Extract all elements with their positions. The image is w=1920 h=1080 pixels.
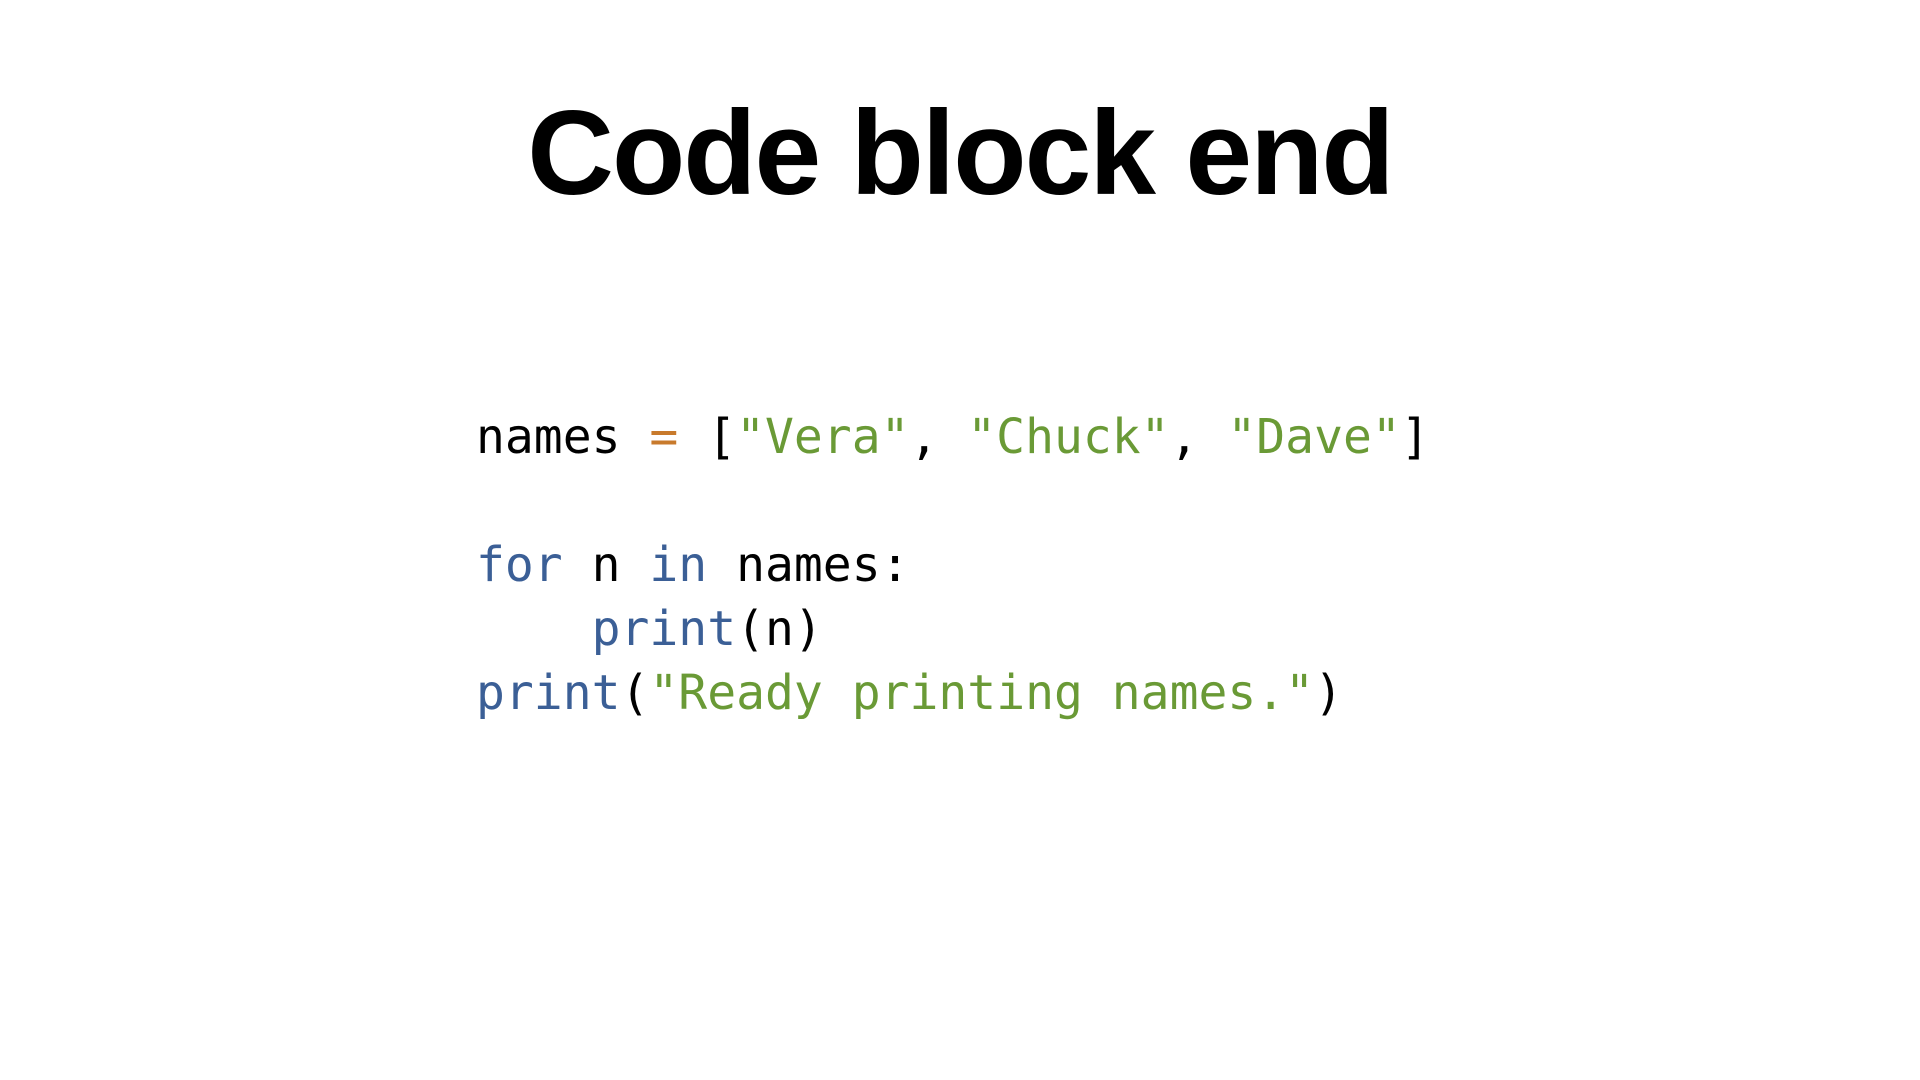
code-token-default: (n) xyxy=(736,601,823,657)
code-token-string: "Vera" xyxy=(736,409,910,465)
code-token-keyword: print xyxy=(476,665,621,721)
code-token-default: names xyxy=(476,409,650,465)
code-token-default: n xyxy=(562,537,650,593)
code-token-default: ( xyxy=(620,665,650,721)
code-token-keyword: for xyxy=(476,537,563,593)
code-token-default: names: xyxy=(707,537,910,593)
slide-title: Code block end xyxy=(527,86,1394,220)
code-token-default: , xyxy=(909,409,968,465)
code-block: names = ["Vera", "Chuck", "Dave"] for n i… xyxy=(476,405,1430,725)
code-token-default: [ xyxy=(678,409,737,465)
code-token-default: ] xyxy=(1400,409,1430,465)
code-token-keyword: print xyxy=(591,601,737,657)
code-token-operator: = xyxy=(649,409,679,465)
code-line: print(n) xyxy=(476,597,1430,661)
code-token-string: "Ready printing names." xyxy=(649,665,1315,721)
code-line: for n in names: xyxy=(476,533,1430,597)
code-token-default: , xyxy=(1169,409,1228,465)
code-line xyxy=(476,469,1430,533)
code-line: names = ["Vera", "Chuck", "Dave"] xyxy=(476,405,1430,469)
code-token-string: "Dave" xyxy=(1227,409,1401,465)
code-token-keyword: in xyxy=(649,537,708,593)
code-token-default: ) xyxy=(1314,665,1343,721)
code-token-string: "Chuck" xyxy=(967,409,1170,465)
code-token-default xyxy=(476,601,592,657)
code-line: print("Ready printing names.") xyxy=(476,661,1430,725)
